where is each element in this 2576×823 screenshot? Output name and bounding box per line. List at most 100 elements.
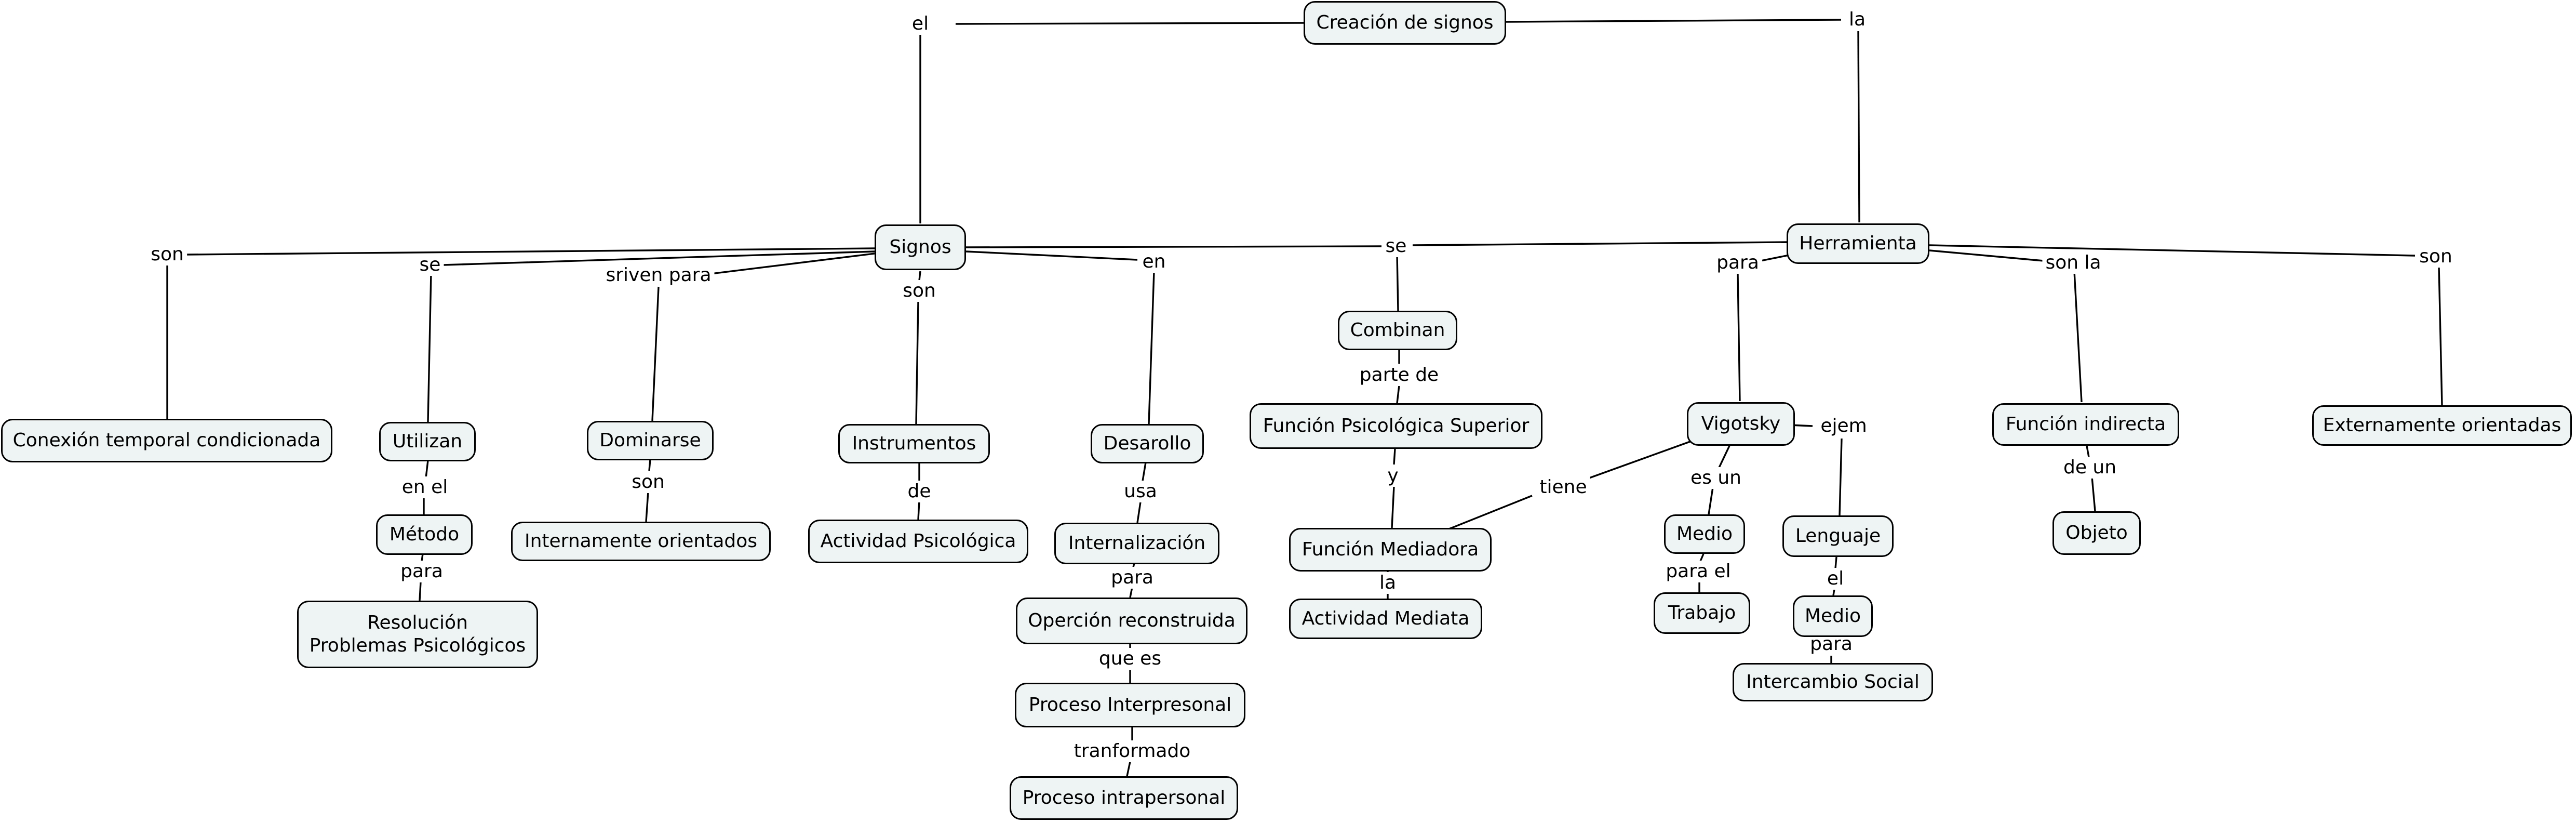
concept-internamente-orientados[interactable]: Internamente orientados	[511, 522, 771, 561]
link-label: en el	[398, 476, 451, 498]
connector	[1832, 589, 1835, 596]
concept-actividad-mediata[interactable]: Actividad Mediata	[1289, 599, 1482, 639]
concept-lenguaje[interactable]: Lenguaje	[1782, 515, 1894, 557]
link-label: para	[1108, 567, 1157, 589]
connector	[918, 271, 921, 281]
concept-intercambio-social[interactable]: Intercambio Social	[1733, 663, 1933, 701]
connector	[421, 553, 424, 562]
connector	[1718, 445, 1730, 468]
connector	[1396, 254, 1399, 311]
connector	[917, 500, 920, 520]
connector	[965, 245, 1382, 248]
connector	[965, 250, 1138, 261]
concept-medio-trabajo[interactable]: Medio	[1664, 514, 1745, 554]
connector	[1396, 385, 1400, 404]
concept-funcion-psicologica-superior[interactable]: Función Psicológica Superior	[1250, 403, 1542, 449]
concept-funcion-mediadora[interactable]: Función Mediadora	[1289, 528, 1492, 572]
concept-funcion-indirecta[interactable]: Función indirecta	[1992, 403, 2179, 446]
connector	[1506, 19, 1842, 23]
concept-actividad-psicologica[interactable]: Actividad Psicológica	[808, 520, 1028, 563]
link-label: se	[416, 254, 444, 276]
connector	[1839, 438, 1843, 516]
concept-vigotsky[interactable]: Vigotsky	[1687, 402, 1795, 446]
connector	[2086, 445, 2090, 458]
link-label: tranformado	[1070, 740, 1194, 762]
link-label: son	[900, 280, 939, 302]
connector	[1708, 487, 1714, 515]
connector	[1737, 273, 1741, 402]
concept-externamente-orientadas[interactable]: Externamente orientadas	[2312, 405, 2572, 446]
link-label: en	[1139, 251, 1169, 273]
link-label: usa	[1121, 481, 1160, 502]
link-label: para el	[1662, 561, 1734, 582]
link-label: se	[1382, 235, 1410, 257]
connector	[1412, 241, 1787, 246]
link-label: y	[1384, 465, 1402, 487]
connector	[1393, 448, 1396, 465]
link-label: el	[908, 13, 932, 35]
connector	[2073, 271, 2083, 403]
link-label: el	[1823, 568, 1847, 590]
link-label: son la	[2042, 252, 2104, 274]
connector	[2091, 476, 2096, 512]
connector	[1142, 462, 1147, 482]
concept-utilizan[interactable]: Utilizan	[379, 422, 476, 461]
link-label: es un	[1687, 467, 1745, 489]
link-label: de un	[2060, 457, 2120, 479]
concept-resolucion[interactable]: Resolución Problemas Psicológicos	[297, 601, 538, 668]
connector	[706, 253, 875, 275]
link-label: que es	[1095, 648, 1165, 670]
connector	[1126, 761, 1131, 777]
link-label: tiene	[1536, 476, 1590, 498]
link-label: la	[1376, 572, 1400, 594]
connector	[1129, 587, 1133, 598]
concept-trabajo[interactable]: Trabajo	[1654, 592, 1750, 634]
connector	[1448, 495, 1533, 530]
concept-metodo[interactable]: Método	[376, 514, 473, 555]
link-label: son	[628, 471, 668, 493]
concept-proceso-intrapersonal[interactable]: Proceso intrapersonal	[1010, 776, 1238, 820]
link-label: para	[1713, 252, 1762, 274]
connector	[1589, 441, 1691, 479]
connector	[1834, 556, 1837, 569]
concept-medio-lenguaje[interactable]: Medio	[1793, 595, 1873, 637]
connector	[1391, 486, 1395, 528]
link-label: de	[904, 481, 934, 502]
connector	[427, 272, 432, 422]
link-label: ejem	[1817, 415, 1870, 437]
connector	[1857, 31, 1860, 223]
concept-proceso-interpresonal[interactable]: Proceso Interpresonal	[1015, 683, 1245, 727]
concept-instrumentos[interactable]: Instrumentos	[838, 424, 990, 463]
link-label: la	[1845, 9, 1869, 31]
link-label: para	[397, 561, 446, 582]
link-label: son	[147, 244, 187, 266]
connector	[1929, 249, 2044, 262]
connector	[442, 250, 875, 266]
connector	[651, 286, 660, 421]
connector	[184, 247, 875, 256]
connector	[648, 459, 651, 471]
connector	[1699, 553, 1705, 562]
concept-desarollo[interactable]: Desarollo	[1091, 424, 1204, 463]
connector	[955, 22, 1304, 25]
concept-herramienta[interactable]: Herramienta	[1787, 223, 1929, 264]
concept-creacion-de-signos[interactable]: Creación de signos	[1304, 1, 1506, 45]
link-label: son	[2416, 246, 2456, 268]
concept-internalizacion[interactable]: Internalización	[1054, 523, 1219, 564]
concept-combinan[interactable]: Combinan	[1338, 311, 1457, 350]
connector	[1929, 244, 2416, 257]
concept-dominarse[interactable]: Dominarse	[587, 421, 714, 460]
concept-opercion-reconstruida[interactable]: Operción reconstruida	[1016, 598, 1247, 644]
concept-conexion-temporal[interactable]: Conexión temporal condicionada	[1, 419, 332, 462]
concept-objeto[interactable]: Objeto	[2052, 511, 2141, 555]
connector	[1148, 271, 1155, 424]
connector	[2438, 266, 2443, 406]
link-label: parte de	[1356, 364, 1442, 386]
connector	[419, 581, 422, 601]
connector	[645, 491, 649, 522]
concept-signos[interactable]: Signos	[875, 224, 966, 270]
link-label: sriven para	[602, 264, 715, 286]
connector	[425, 460, 429, 479]
